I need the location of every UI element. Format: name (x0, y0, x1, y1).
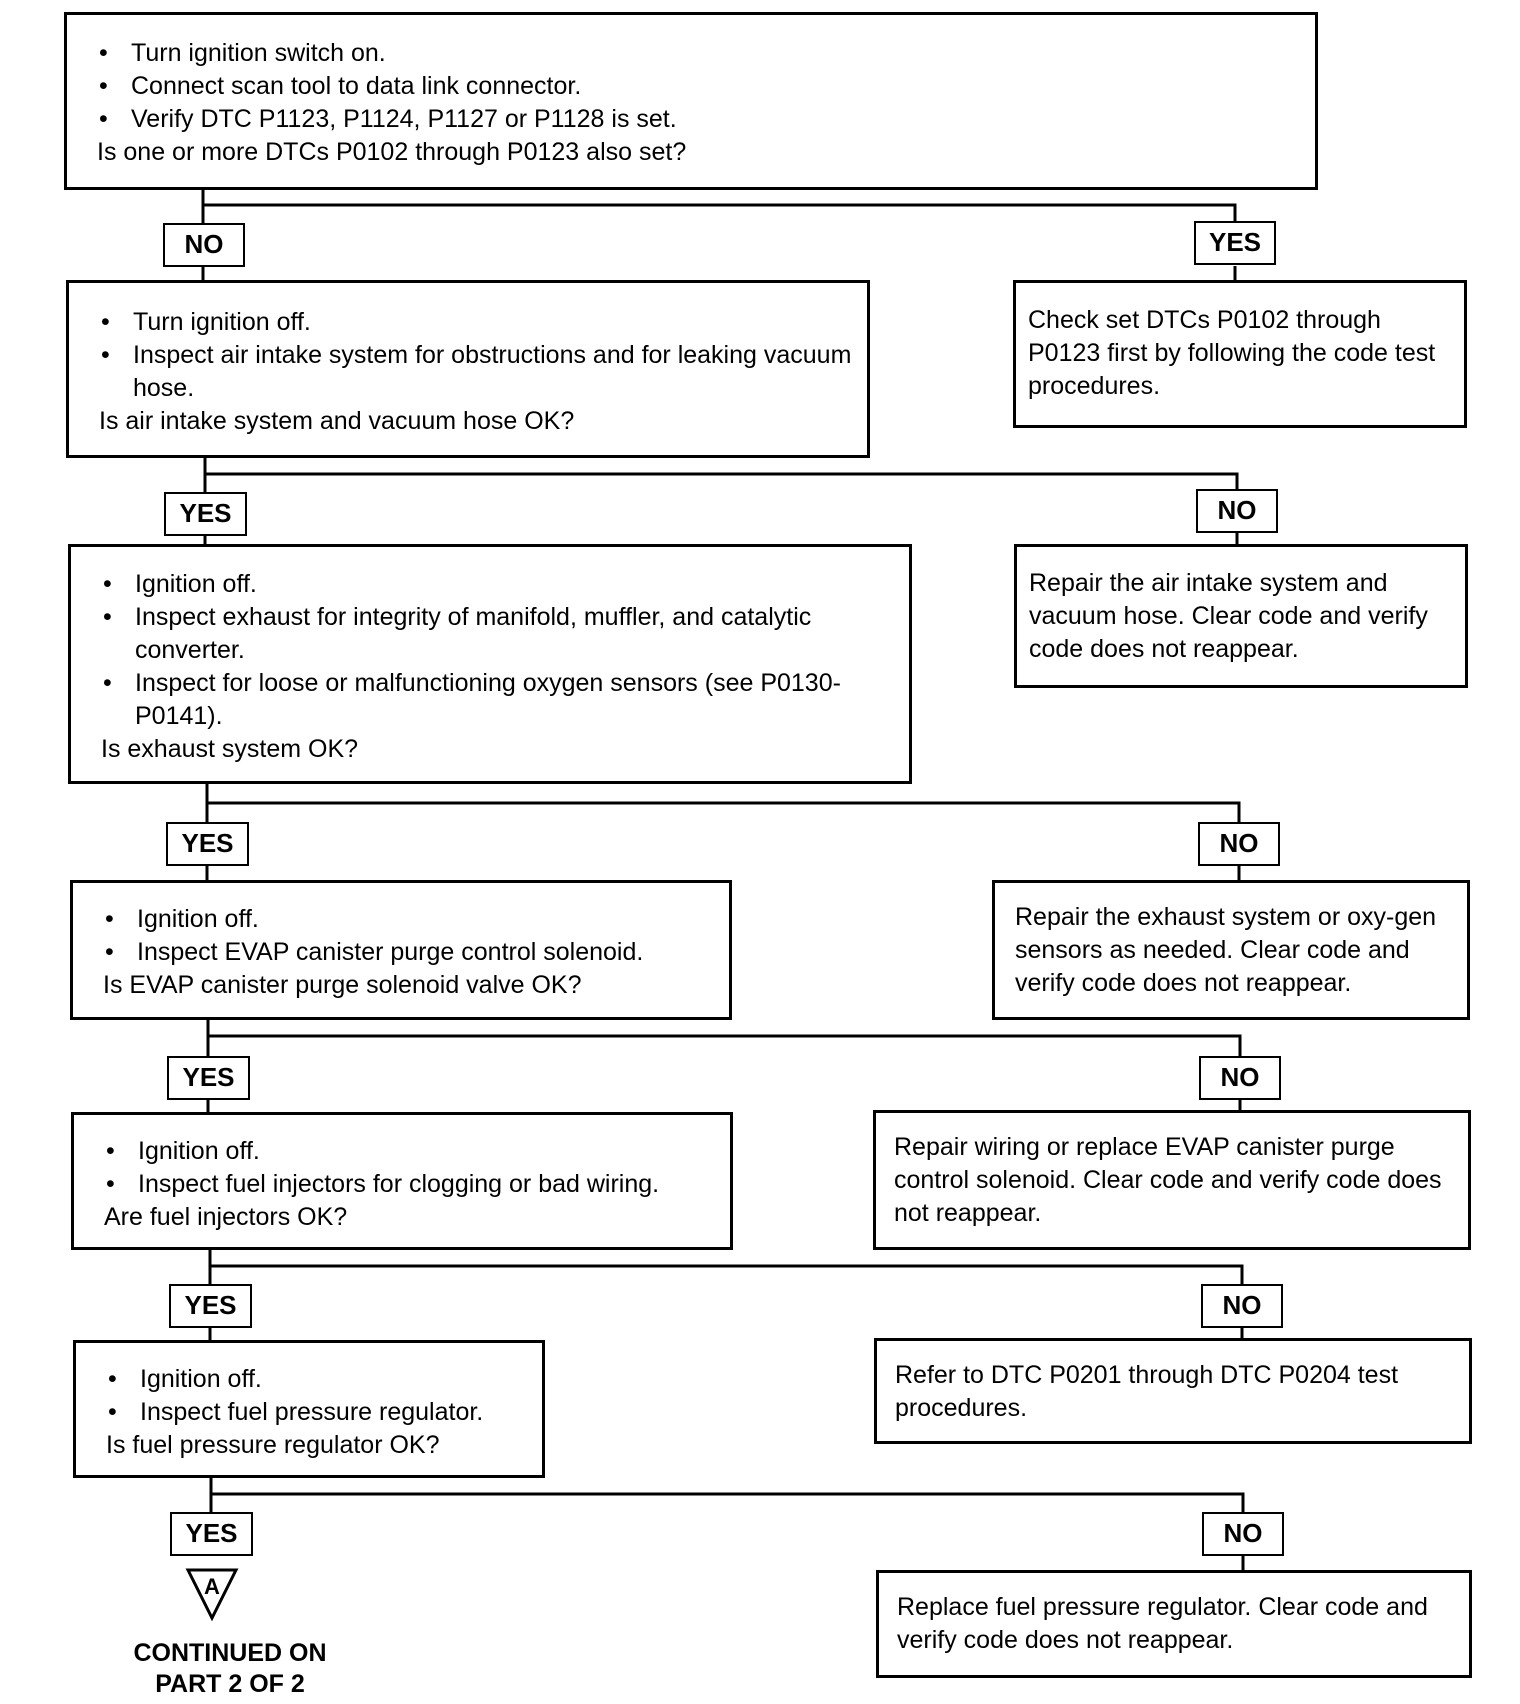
refer-injectors-box: Refer to DTC P0201 through DTC P0204 tes… (874, 1338, 1472, 1444)
step5-bullet: Inspect fuel pressure regulator. (106, 1396, 532, 1429)
start-bullet: Connect scan tool to data link connector… (97, 70, 1315, 103)
label-no-3: NO (1198, 822, 1280, 866)
connector-line (208, 1034, 1242, 1056)
step4-bullet: Ignition off. (104, 1135, 720, 1168)
step2-bullet: Inspect exhaust for integrity of manifol… (101, 601, 899, 667)
step4-question: Are fuel injectors OK? (104, 1203, 348, 1231)
refer-injectors-text: Refer to DTC P0201 through DTC P0204 tes… (895, 1361, 1399, 1422)
label-no-4: NO (1199, 1056, 1281, 1100)
step5-question: Is fuel pressure regulator OK? (106, 1431, 440, 1459)
step2-question: Is exhaust system OK? (101, 735, 359, 763)
start-box: Turn ignition switch on. Connect scan to… (64, 12, 1318, 190)
step3-question: Is EVAP canister purge solenoid valve OK… (103, 971, 582, 999)
step5-bullet: Ignition off. (106, 1363, 532, 1396)
label-yes-5: YES (169, 1284, 252, 1328)
step3-box: Ignition off. Inspect EVAP canister purg… (70, 880, 732, 1020)
step5-box: Ignition off. Inspect fuel pressure regu… (73, 1340, 545, 1478)
connector-line (211, 1492, 1245, 1512)
check-dtcs-box: Check set DTCs P0102 through P0123 first… (1013, 280, 1467, 428)
repair-exhaust-text: Repair the exhaust system or oxy-gen sen… (1015, 903, 1437, 997)
label-yes-3: YES (166, 822, 249, 866)
connector-line (203, 203, 1237, 230)
repair-evap-box: Repair wiring or replace EVAP canister p… (873, 1110, 1471, 1250)
connector-line (207, 801, 1241, 822)
repair-air-text: Repair the air intake system and vacuum … (1029, 569, 1428, 663)
label-no-2: NO (1196, 489, 1278, 533)
label-yes-6: YES (170, 1512, 253, 1556)
continued-label: CONTINUED ON PART 2 OF 2 (133, 1639, 327, 1698)
step1-bullet: Inspect air intake system for obstructio… (99, 339, 857, 405)
label-yes-2: YES (164, 492, 247, 536)
label-yes-1: YES (1194, 221, 1276, 265)
step2-bullet: Ignition off. (101, 568, 899, 601)
repair-evap-text: Repair wiring or replace EVAP canister p… (894, 1133, 1442, 1227)
label-yes-4: YES (167, 1056, 250, 1100)
label-no-6: NO (1202, 1512, 1284, 1556)
connector-a-letter: A (204, 1574, 220, 1599)
step3-bullet: Inspect EVAP canister purge control sole… (103, 936, 719, 969)
start-question: Is one or more DTCs P0102 through P0123 … (97, 138, 687, 166)
label-no-5: NO (1201, 1284, 1283, 1328)
step2-bullet: Inspect for loose or malfunctioning oxyg… (101, 667, 899, 733)
step3-bullet: Ignition off. (103, 903, 719, 936)
step1-question: Is air intake system and vacuum hose OK? (99, 407, 575, 435)
step4-box: Ignition off. Inspect fuel injectors for… (71, 1112, 733, 1250)
label-no-1: NO (163, 223, 245, 267)
start-bullet: Verify DTC P1123, P1124, P1127 or P1128 … (97, 103, 1315, 136)
replace-regulator-box: Replace fuel pressure regulator. Clear c… (876, 1570, 1472, 1678)
step1-bullet: Turn ignition off. (99, 306, 857, 339)
connector-line (205, 472, 1239, 490)
replace-regulator-text: Replace fuel pressure regulator. Clear c… (897, 1593, 1428, 1654)
step4-bullet: Inspect fuel injectors for clogging or b… (104, 1168, 720, 1201)
step1-box: Turn ignition off. Inspect air intake sy… (66, 280, 870, 458)
repair-exhaust-box: Repair the exhaust system or oxy-gen sen… (992, 880, 1470, 1020)
start-bullet: Turn ignition switch on. (97, 37, 1315, 70)
check-dtcs-text: Check set DTCs P0102 through P0123 first… (1028, 306, 1436, 400)
connector-a-triangle: A (185, 1568, 239, 1622)
repair-air-box: Repair the air intake system and vacuum … (1014, 544, 1468, 688)
step2-box: Ignition off. Inspect exhaust for integr… (68, 544, 912, 784)
connector-line (210, 1264, 1244, 1284)
